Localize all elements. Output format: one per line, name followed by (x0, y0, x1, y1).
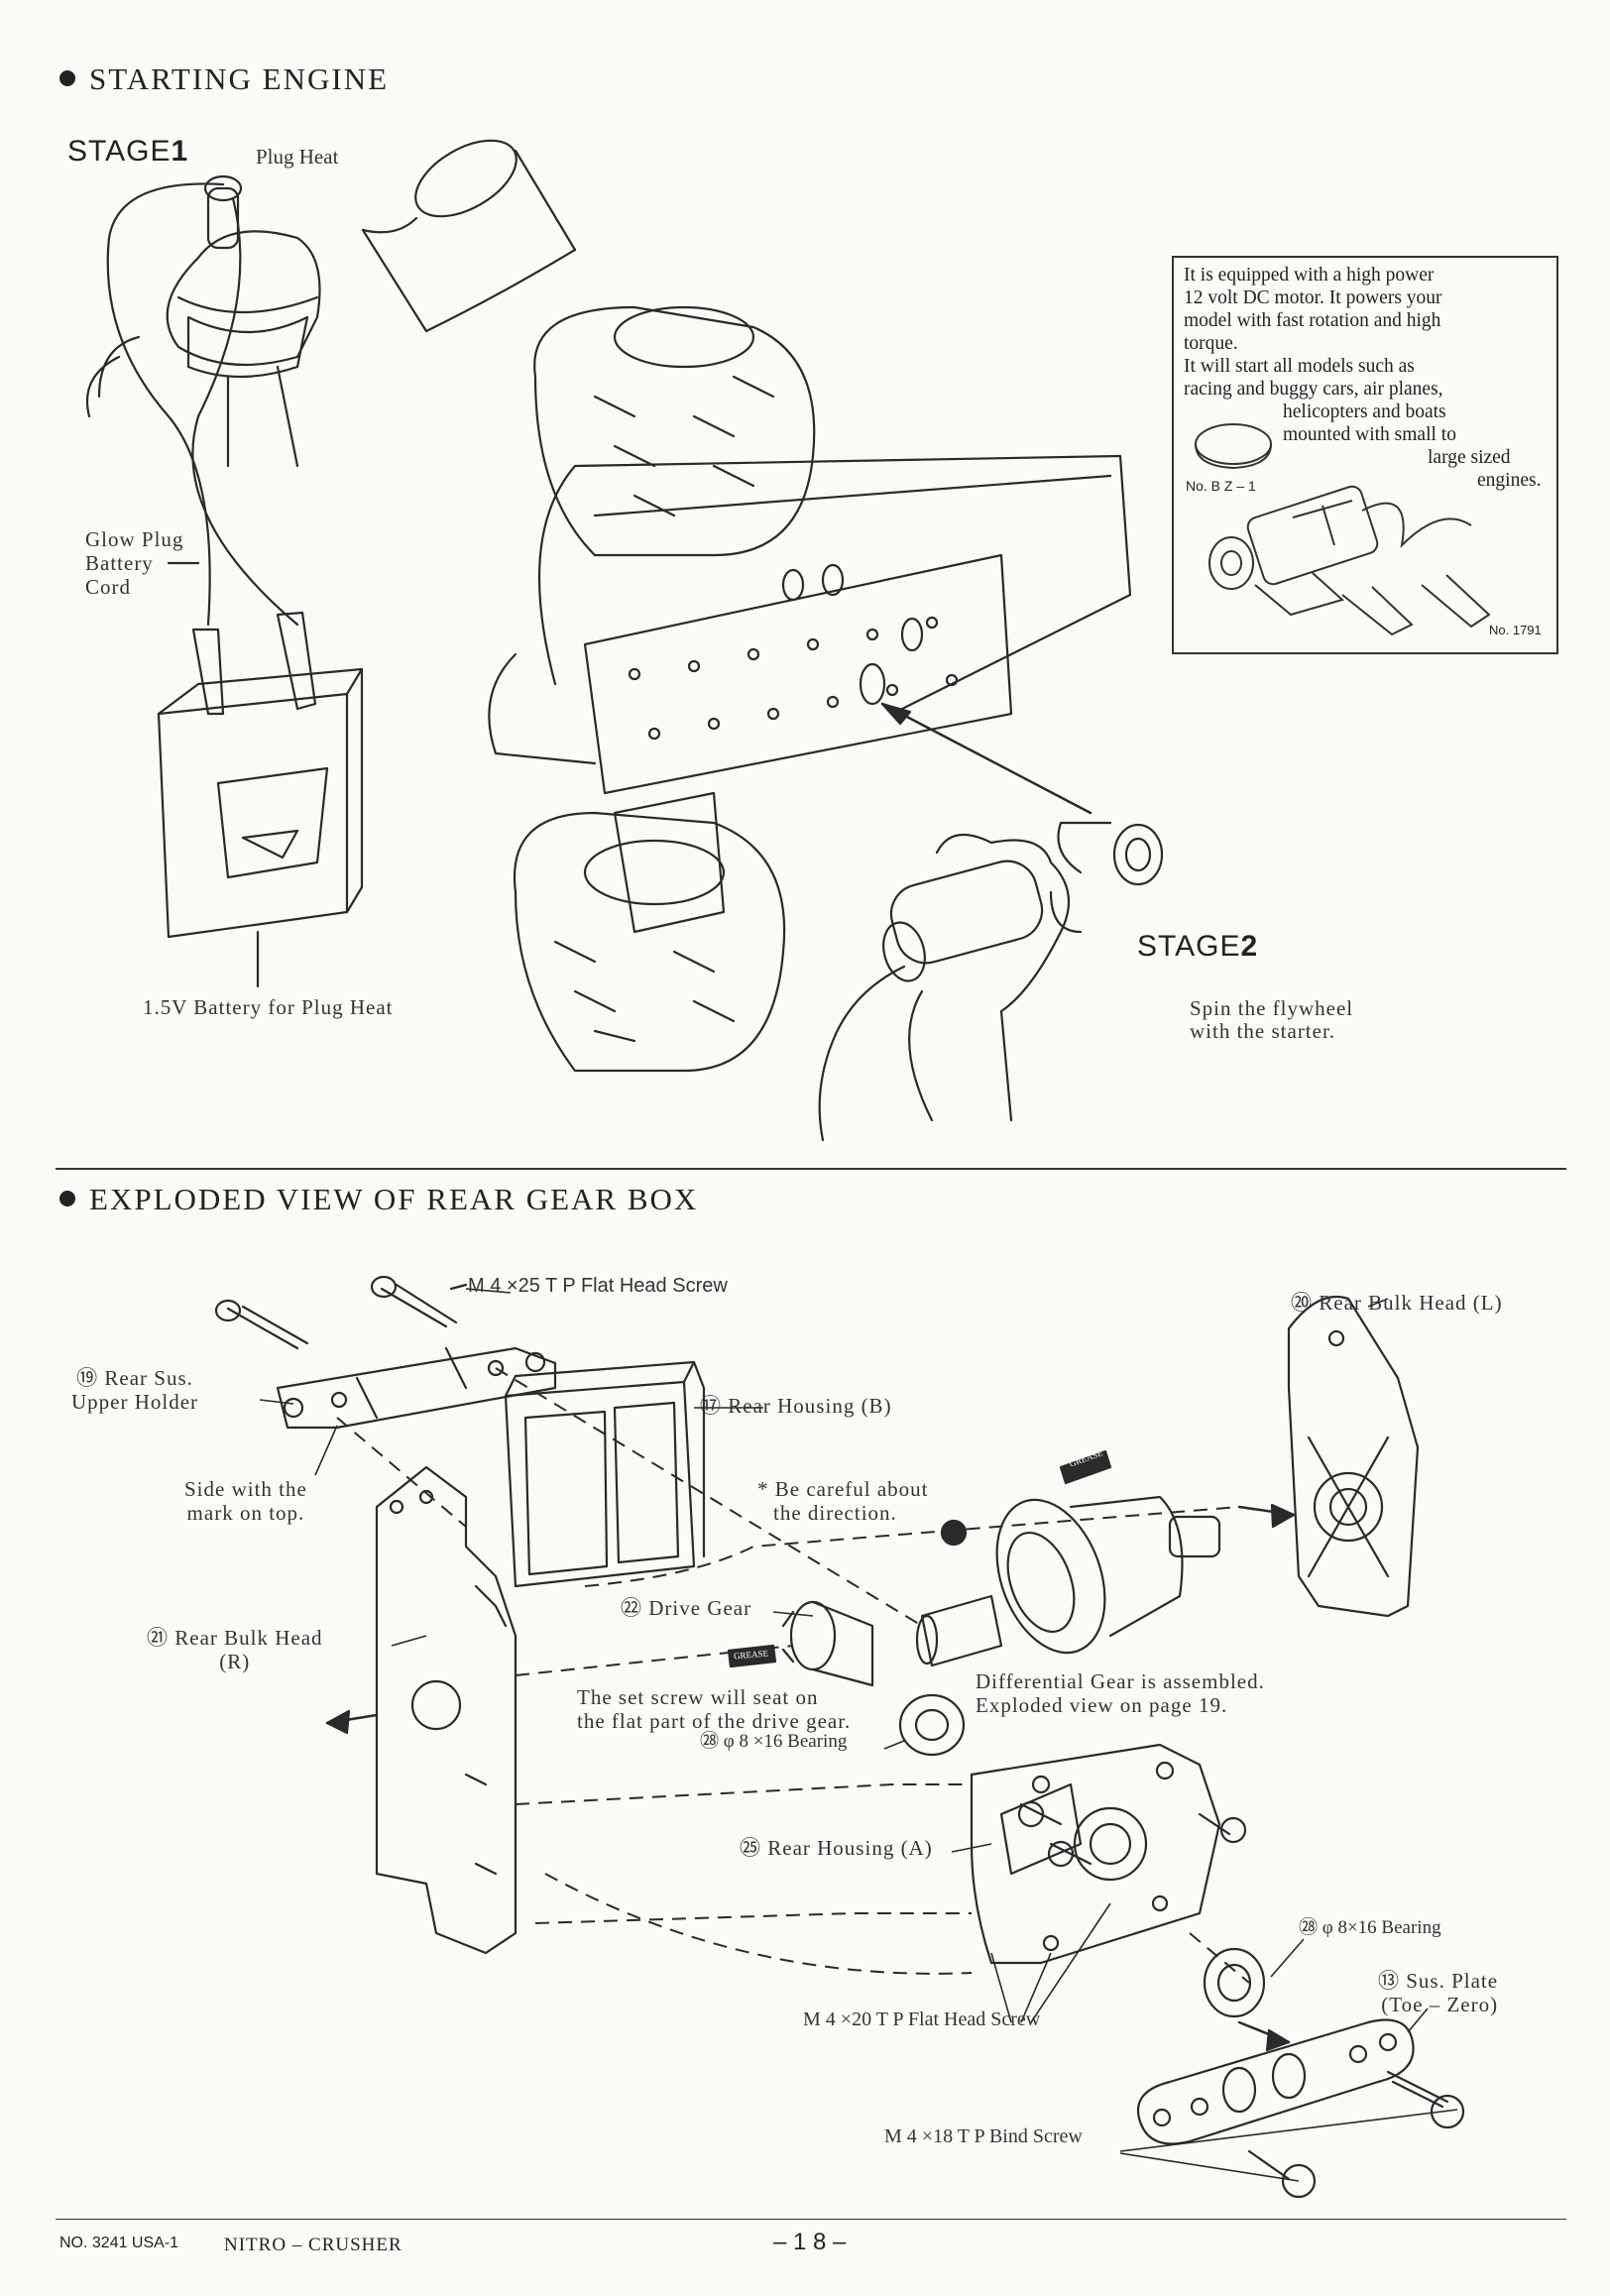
part-no-1791: No. 1791 (1489, 623, 1542, 637)
glow-plug-cord-label: Glow Plug Battery Cord (85, 527, 183, 599)
stage1-text: STAGE (67, 135, 172, 168)
set-screw-line-1: The set screw will seat on (577, 1685, 819, 1709)
info-line: 12 volt DC motor. It powers your (1184, 287, 1442, 308)
section-title-exploded-view: EXPLODED VIEW OF REAR GEAR BOX (59, 1182, 698, 1217)
section-title-text: STARTING ENGINE (89, 61, 390, 96)
info-line: large sized (1428, 447, 1511, 468)
stage1-number: 1 (171, 135, 189, 168)
section-divider (56, 1168, 1566, 1170)
section-title-starting-engine: STARTING ENGINE (59, 61, 389, 97)
footer-doc-code: NO. 3241 USA-1 (59, 2235, 179, 2251)
diff-line-2: Exploded view on page 19. (976, 1693, 1228, 1718)
starter-info-text: It is equipped with a high power 12 volt… (1184, 264, 1551, 492)
page-number: – 1 8 – (773, 2229, 847, 2255)
info-line: mounted with small to (1283, 424, 1456, 445)
bullet-icon (59, 70, 75, 86)
m4x25-screw-label: M 4 ×25 T P Flat Head Screw (468, 1275, 728, 1298)
side-mark-line-1: Side with the (184, 1477, 307, 1501)
sus-plate-line-2: (Toe – Zero) (1381, 1993, 1499, 2017)
section-title-text: EXPLODED VIEW OF REAR GEAR BOX (89, 1182, 699, 1216)
footer-model-name: NITRO – CRUSHER (224, 2235, 402, 2255)
starting-engine-illustration (85, 139, 1164, 1142)
rear-bulk-head-r-label: ㉑ Rear Bulk Head (R) (147, 1626, 323, 1673)
rear-bulk-r-line-1: ㉑ Rear Bulk Head (147, 1626, 323, 1650)
m4x20-screw-label: M 4 ×20 T P Flat Head Screw (803, 2009, 1041, 2030)
part-no-bz1: No. B Z – 1 (1186, 478, 1256, 494)
spin-line-1: Spin the flywheel (1190, 996, 1354, 1020)
battery-label: 1.5V Battery for Plug Heat (143, 995, 394, 1019)
glow-cord-line-1: Glow Plug (85, 527, 184, 551)
careful-direction-label: * Be careful about the direction. (757, 1477, 929, 1525)
footer-divider (56, 2219, 1566, 2220)
stage2-number: 2 (1240, 930, 1259, 963)
m4x25-text: M 4 ×25 T P Flat Head Screw (468, 1275, 728, 1297)
info-line: It will start all models such as (1184, 356, 1415, 377)
info-line: helicopters and boats (1283, 402, 1446, 422)
sus-plate-label: ⑬ Sus. Plate (Toe – Zero) (1378, 1969, 1498, 2016)
info-line: engines. (1477, 470, 1542, 491)
starter-info-box: It is equipped with a high power 12 volt… (1172, 256, 1558, 654)
set-screw-note: The set screw will seat on the flat part… (577, 1685, 851, 1733)
spin-line-2: with the starter. (1190, 1019, 1336, 1043)
rear-housing-b-label: ⑰ Rear Housing (B) (700, 1394, 892, 1418)
differential-gear-note: Differential Gear is assembled. Exploded… (976, 1669, 1265, 1717)
glow-cord-line-3: Cord (85, 575, 131, 599)
info-line: racing and buggy cars, air planes, (1184, 379, 1443, 400)
info-line: It is equipped with a high power (1184, 265, 1435, 286)
bearing-label-2: ㉘ φ 8×16 Bearing (1299, 1917, 1441, 1938)
side-mark-line-2: mark on top. (186, 1501, 305, 1526)
rear-housing-a-label: ㉕ Rear Housing (A) (740, 1836, 933, 1860)
careful-line-1: * Be careful about (757, 1477, 929, 1501)
info-line: model with fast rotation and high (1184, 310, 1441, 331)
drive-gear-label: ㉒ Drive Gear (621, 1596, 752, 1620)
set-screw-line-2: the flat part of the drive gear. (577, 1709, 852, 1734)
info-line: torque. (1184, 333, 1238, 354)
diff-line-1: Differential Gear is assembled. (976, 1669, 1265, 1693)
rear-sus-upper-holder-label: ⑲ Rear Sus. Upper Holder (71, 1366, 198, 1414)
m4x18-screw-label: M 4 ×18 T P Bind Screw (884, 2125, 1083, 2147)
spin-flywheel-label: Spin the flywheel with the starter. (1190, 997, 1353, 1043)
rear-bulk-head-l-label: ⑳ Rear Bulk Head (L) (1291, 1291, 1503, 1315)
bullet-icon (59, 1191, 75, 1206)
stage2-text: STAGE (1137, 930, 1241, 963)
glow-cord-line-2: Battery (85, 551, 154, 575)
stage2-label: STAGE2 (1137, 930, 1258, 964)
plug-heat-label: Plug Heat (256, 145, 339, 169)
side-mark-label: Side with the mark on top. (184, 1477, 307, 1525)
rear-bulk-r-line-2: (R) (219, 1650, 251, 1674)
bearing-label-1: ㉘ φ 8 ×16 Bearing (700, 1731, 848, 1752)
rear-sus-line-2: Upper Holder (71, 1390, 199, 1415)
sus-plate-line-1: ⑬ Sus. Plate (1378, 1969, 1499, 1993)
rear-sus-line-1: ⑲ Rear Sus. (76, 1366, 193, 1390)
careful-line-2: the direction. (773, 1501, 897, 1526)
starter-motor-illustration (1195, 423, 1491, 636)
stage1-label: STAGE1 (67, 135, 188, 169)
